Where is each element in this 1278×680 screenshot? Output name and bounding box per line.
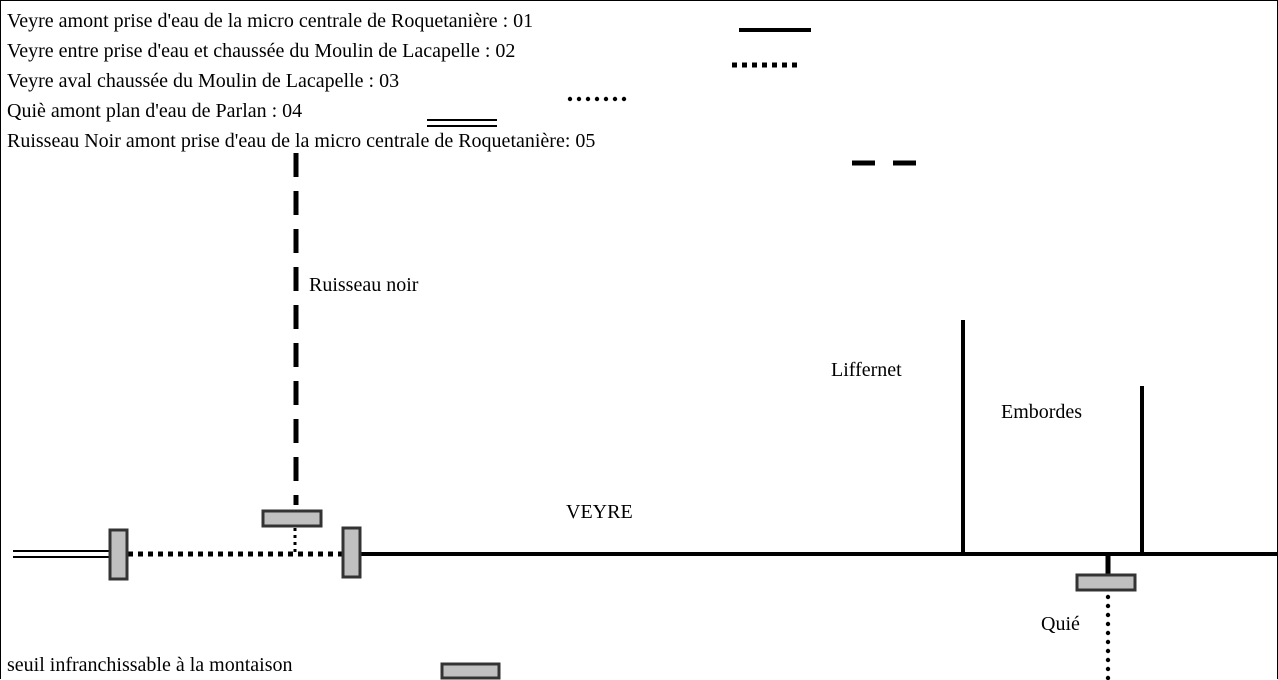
legend-label-03: Veyre aval chaussée du Moulin de Lacapel…: [7, 70, 400, 92]
label-ruisseau-noir: Ruisseau noir: [309, 274, 419, 296]
legend-line-double: [427, 119, 497, 127]
label-veyre: VEYRE: [566, 501, 633, 523]
quie-dotted-line: [1105, 594, 1111, 680]
label-liffernet: Liffernet: [831, 359, 902, 381]
barrier-quie: [1075, 573, 1137, 592]
legend-label-01: Veyre amont prise d'eau de la micro cent…: [7, 10, 534, 32]
legend-barrier-label: seuil infranchissable à la montaison: [7, 654, 293, 676]
veyre-double-line: [13, 550, 109, 558]
legend-barrier-symbol: [440, 662, 501, 680]
legend-label-04: Quiè amont plan d'eau de Parlan : 04: [7, 100, 303, 122]
legend-label-02: Veyre entre prise d'eau et chaussée du M…: [7, 40, 516, 62]
barrier-ruisseau-noir: [261, 509, 323, 528]
barrier-veyre-mid: [341, 526, 362, 579]
legend-label-05: Ruisseau Noir amont prise d'eau de la mi…: [7, 130, 596, 152]
legend-line-dotted-round: [567, 96, 627, 102]
label-quie: Quié: [1041, 613, 1080, 635]
barrier-veyre-left: [108, 528, 129, 581]
label-embordes: Embordes: [1001, 401, 1083, 423]
